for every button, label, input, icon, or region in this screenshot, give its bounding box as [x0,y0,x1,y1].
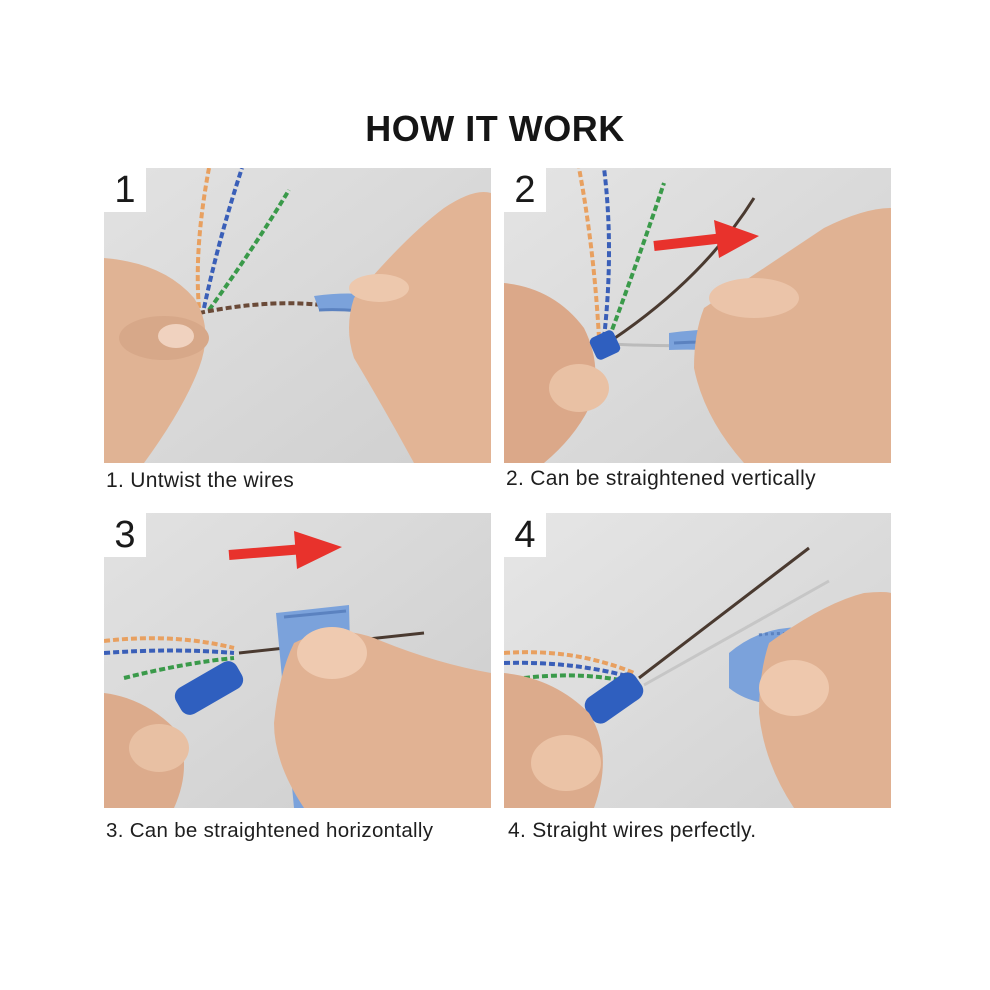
step-1-caption: 1. Untwist the wires [106,469,295,492]
step-2-photo: 2 [504,168,891,463]
step-2-number: 2 [504,168,546,212]
step-3-photo: 3 [104,513,491,808]
step-2-caption: 2. Can be straightened vertically [506,467,816,490]
step-4-number: 4 [504,513,546,557]
step-1-number: 1 [104,168,146,212]
step-4-caption: 4. Straight wires perfectly. [508,819,757,842]
page-title: HOW IT WORK [365,108,625,149]
step-1-photo: 1 [104,168,491,463]
step-3-number: 3 [104,513,146,557]
step-3-caption: 3. Can be straightened horizontally [106,819,434,842]
step-4-photo: 4 [504,513,891,808]
